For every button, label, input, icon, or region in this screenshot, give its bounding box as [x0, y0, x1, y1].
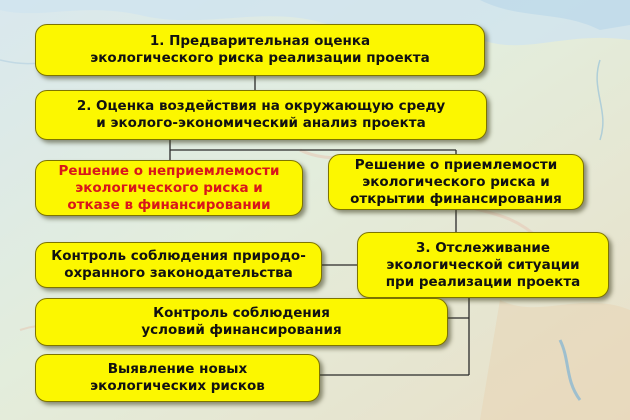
step3-label: 3. Отслеживание экологической ситуации п… [385, 239, 581, 290]
step1-preliminary-assessment: 1. Предварительная оценка экологического… [35, 24, 485, 76]
control-environmental-law: Контроль соблюдения природо- охранного з… [35, 242, 322, 288]
control-law-label: Контроль соблюдения природо- охранного з… [51, 248, 306, 281]
decision-accept-label: Решение о приемлемости экологического ри… [350, 156, 562, 207]
identify-new-risks: Выявление новых экологических рисков [35, 354, 320, 402]
step2-impact-assessment: 2. Оценка воздействия на окружающую сред… [35, 90, 487, 140]
control-fin-label: Контроль соблюдения условий финансирован… [141, 305, 342, 338]
new-risks-label: Выявление новых экологических рисков [90, 361, 265, 394]
control-financing-conditions: Контроль соблюдения условий финансирован… [35, 298, 448, 346]
decision-accept: Решение о приемлемости экологического ри… [328, 154, 584, 210]
decision-reject-label: Решение о неприемлемости экологического … [58, 162, 280, 213]
step2-label: 2. Оценка воздействия на окружающую сред… [76, 98, 446, 131]
step1-label: 1. Предварительная оценка экологического… [90, 33, 430, 66]
step3-monitoring: 3. Отслеживание экологической ситуации п… [357, 232, 609, 298]
decision-reject: Решение о неприемлемости экологического … [35, 160, 303, 216]
